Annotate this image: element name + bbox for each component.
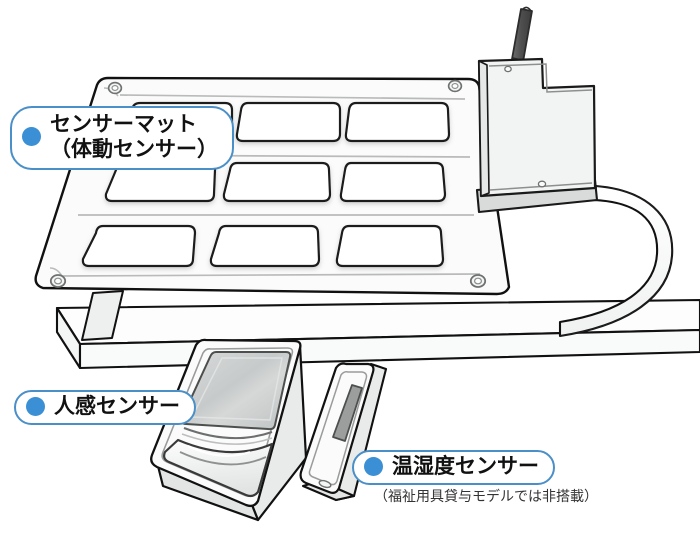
mat-screw <box>49 274 67 288</box>
mat-screw <box>107 81 123 95</box>
callout-temperature-humidity-sensor[interactable]: 温湿度センサー <box>352 450 555 485</box>
callout-sensor-mat-label: センサーマット （体動センサー） <box>50 112 218 161</box>
callout-human-presence-sensor[interactable]: 人感センサー <box>14 390 196 425</box>
temperature-humidity-note: （福祉用具貸与モデルでは非搭載） <box>374 489 598 505</box>
mat-slot-row-3 <box>81 224 445 268</box>
control-box <box>475 6 599 214</box>
callout-sensor-mat[interactable]: センサーマット （体動センサー） <box>10 106 234 170</box>
human-presence-sensor <box>150 338 308 522</box>
mat-slot-row-2 <box>104 161 447 203</box>
blue-dot-icon <box>26 396 45 416</box>
control-box-screw <box>504 65 512 73</box>
mat-screw <box>469 274 487 288</box>
temperature-humidity-sensor <box>299 362 388 502</box>
bed-frame-base <box>55 290 700 370</box>
flat-ribbon-cable <box>558 184 674 338</box>
mat-screw <box>447 79 463 93</box>
blue-dot-icon <box>22 127 41 147</box>
callout-temperature-humidity-sensor-label: 温湿度センサー <box>392 454 539 478</box>
control-box-screw <box>537 180 547 188</box>
blue-dot-icon <box>364 456 383 476</box>
callout-human-presence-sensor-label: 人感センサー <box>54 394 180 418</box>
